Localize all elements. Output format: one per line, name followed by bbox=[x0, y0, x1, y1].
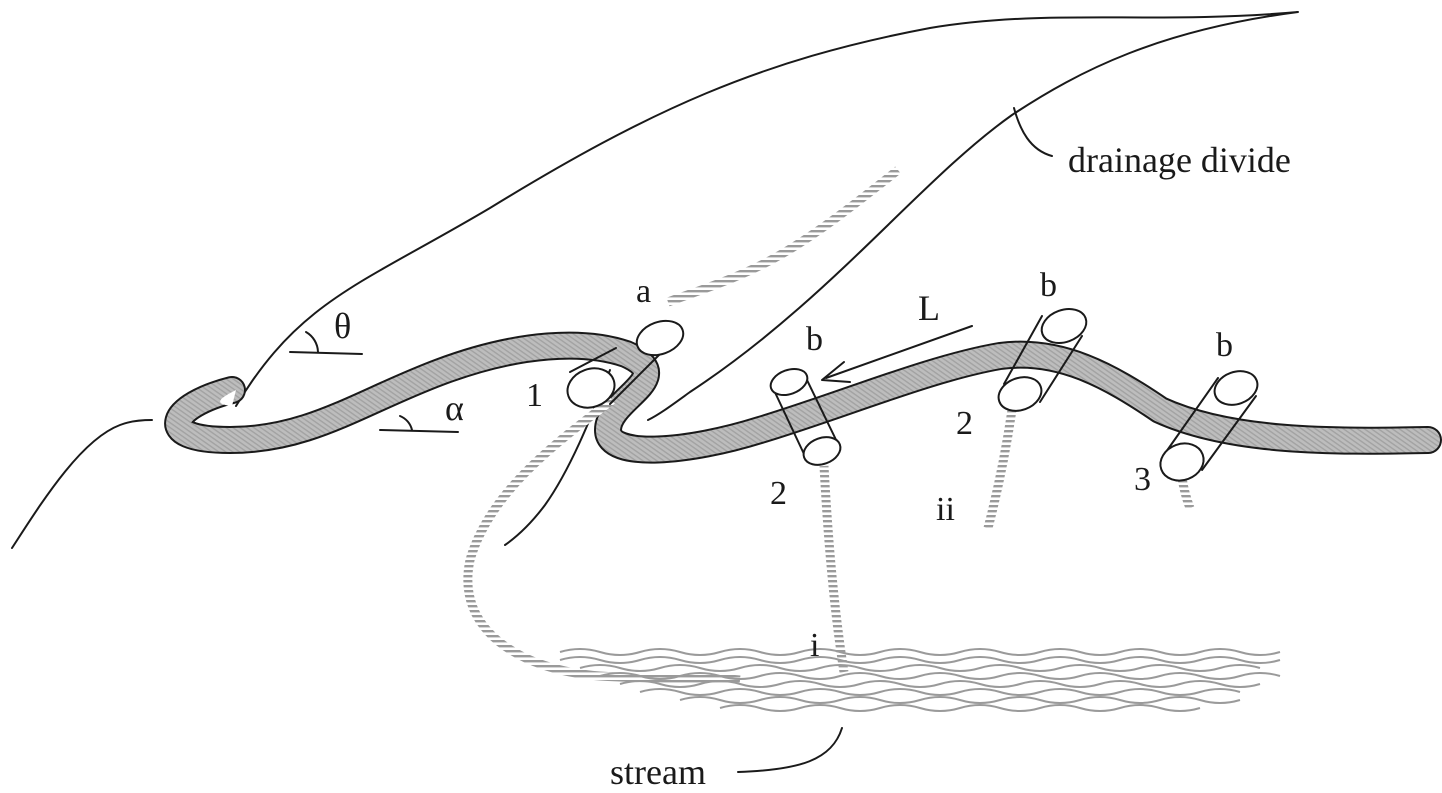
culvert-1-number: 1 bbox=[526, 377, 543, 414]
culvert-3-outlet bbox=[1155, 438, 1209, 487]
culvert-2-right-inlet bbox=[1037, 303, 1091, 349]
gully-channel-3 bbox=[1182, 478, 1190, 508]
drainage-divide-label: drainage divide bbox=[1068, 140, 1291, 180]
channel-ii-label: ii bbox=[936, 491, 955, 528]
culvert-2-number-right: 2 bbox=[956, 405, 973, 442]
culvert-3-inlet bbox=[1210, 365, 1262, 410]
channel-i-label: i bbox=[810, 627, 819, 664]
culvert-b-label-mid: b bbox=[806, 321, 823, 358]
culvert-2-number-mid: 2 bbox=[770, 475, 787, 512]
gully-channel-i bbox=[824, 466, 844, 672]
drainage-divide-line bbox=[236, 12, 1298, 420]
hillslope-line-left bbox=[12, 420, 152, 548]
culvert-2-right-outlet bbox=[994, 371, 1046, 416]
culvert-2-mid-outlet bbox=[800, 432, 845, 469]
culvert-b-label-right: b bbox=[1040, 267, 1057, 304]
gully-channel-ii bbox=[988, 410, 1012, 528]
theta-label: θ bbox=[334, 306, 351, 346]
culvert-a-label: a bbox=[636, 273, 651, 310]
gully-channel-upper bbox=[668, 170, 898, 302]
culvert-2-mid-inlet bbox=[767, 364, 811, 400]
drainage-divide-leader bbox=[1014, 108, 1052, 156]
stream-leader bbox=[738, 728, 842, 772]
L-label: L bbox=[918, 288, 940, 328]
alpha-label: α bbox=[445, 388, 464, 428]
culvert-3-number: 3 bbox=[1134, 461, 1151, 498]
stream-label: stream bbox=[610, 752, 706, 788]
culvert-b-label-far-right: b bbox=[1216, 327, 1233, 364]
